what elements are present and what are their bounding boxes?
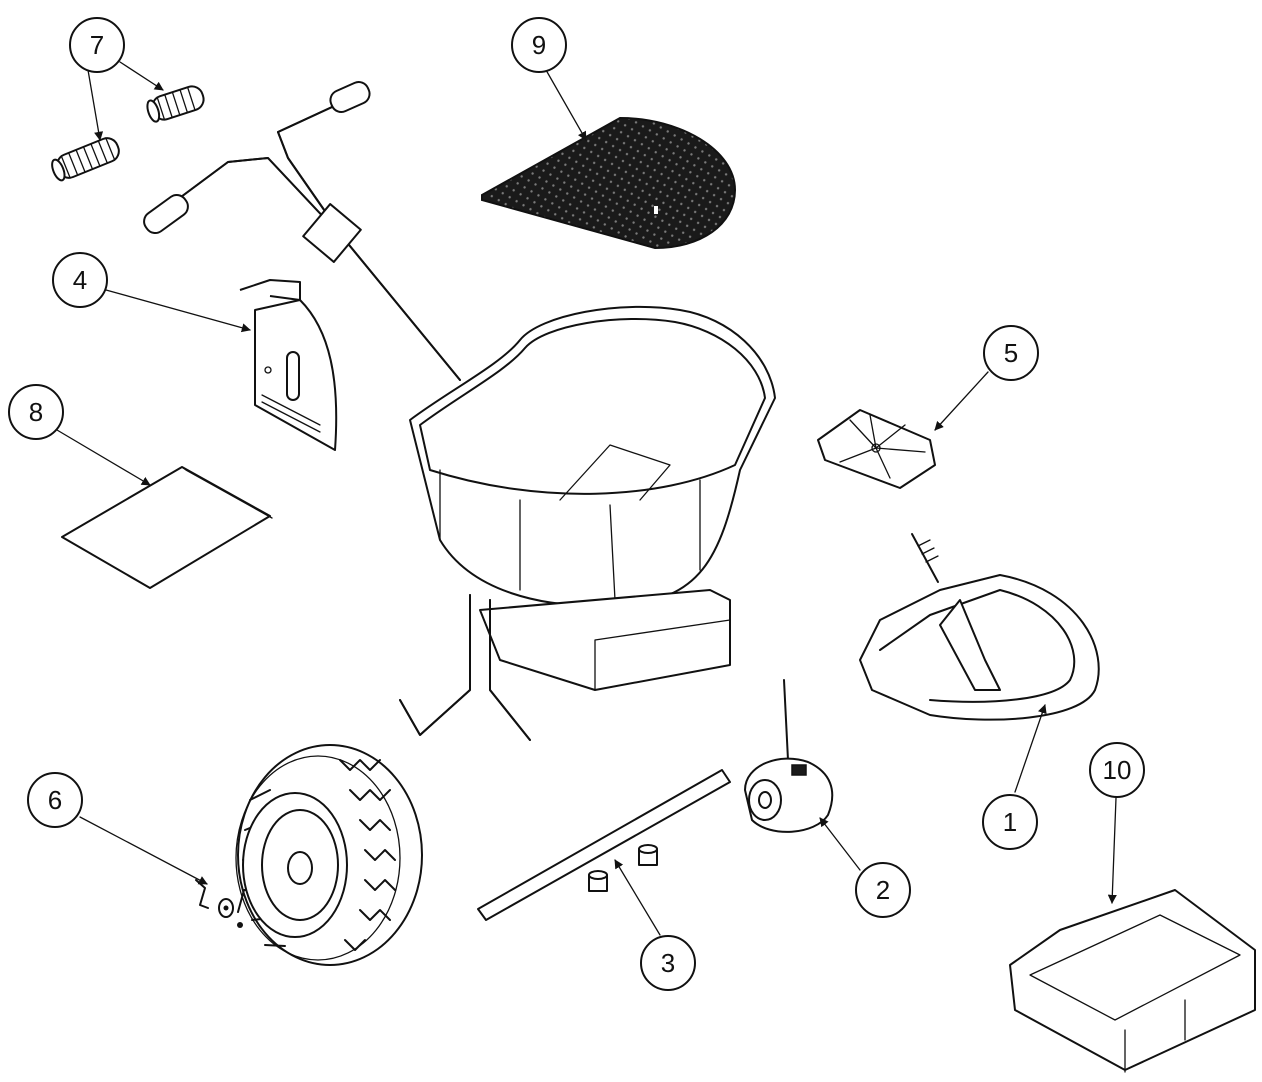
cotter-pin-washer-drawing [195, 879, 245, 928]
callout-6-label: 6 [48, 785, 62, 815]
gearbox-drawing [744, 679, 834, 833]
axle-drawing [477, 769, 731, 921]
manual-sheet-drawing [61, 466, 273, 589]
callout-7: 7 [69, 17, 125, 73]
callout-3: 3 [640, 935, 696, 991]
callout-8: 8 [8, 384, 64, 440]
rate-control-plate-drawing [239, 279, 338, 451]
callout-9-label: 9 [532, 30, 546, 60]
callout-8-label: 8 [29, 397, 43, 427]
callout-2-label: 2 [876, 875, 890, 905]
callout-4: 4 [52, 252, 108, 308]
hopper-grate-drawing [481, 116, 737, 250]
leader-lines [56, 61, 1117, 936]
callout-1: 1 [982, 794, 1038, 850]
callout-6: 6 [27, 772, 83, 828]
handle-grips-drawing [51, 85, 205, 182]
callout-9: 9 [511, 17, 567, 73]
callout-7-label: 7 [90, 30, 104, 60]
callout-1-label: 1 [1003, 807, 1017, 837]
deflector-shield-drawing [859, 533, 1100, 721]
callout-3-label: 3 [661, 948, 675, 978]
callout-10-label: 10 [1103, 755, 1132, 785]
handle-frame-drawing [143, 81, 461, 381]
callout-5: 5 [983, 325, 1039, 381]
callout-2: 2 [855, 862, 911, 918]
callout-10: 10 [1089, 742, 1145, 798]
spinner-plate-drawing [817, 409, 936, 489]
callout-4-label: 4 [73, 265, 87, 295]
callout-5-label: 5 [1004, 338, 1018, 368]
side-guard-kit-drawing [1009, 889, 1256, 1073]
hopper-drawing [399, 305, 776, 741]
wheel-drawing [235, 744, 423, 966]
